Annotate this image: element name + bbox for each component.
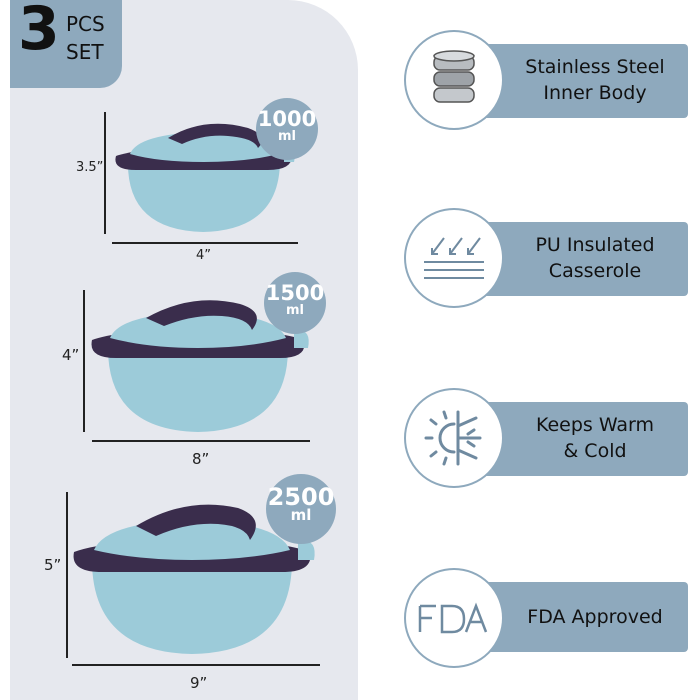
set-count: 3 bbox=[18, 0, 60, 64]
feature-text-steel: Stainless Steel Inner Body bbox=[510, 54, 680, 106]
feature-line1: Stainless Steel bbox=[525, 56, 665, 78]
capacity-value: 1500 bbox=[265, 281, 325, 305]
capacity-unit: ml bbox=[277, 129, 296, 144]
width-label: 8” bbox=[192, 450, 210, 468]
set-label-pcs: PCS bbox=[66, 12, 105, 36]
feature-line2: Casserole bbox=[548, 260, 642, 282]
feature-line1: Keeps Warm bbox=[535, 414, 655, 436]
feature-line1: PU Insulated bbox=[535, 234, 655, 256]
feature-text-warm-cold: Keeps Warm & Cold bbox=[510, 412, 680, 464]
feature-circle-steel bbox=[404, 30, 504, 130]
capacity-value: 2500 bbox=[267, 483, 335, 511]
casserole-medium bbox=[91, 300, 309, 432]
fda-logo-icon bbox=[418, 602, 488, 634]
set-badge: 3 PCS SET bbox=[10, 0, 122, 88]
capacity-unit: ml bbox=[290, 506, 312, 524]
feature-circle-fda bbox=[404, 568, 504, 668]
feature-line2: & Cold bbox=[563, 440, 627, 462]
width-line bbox=[112, 242, 298, 244]
capacity-badge-2500: 2500 ml bbox=[266, 474, 336, 544]
feature-line1: FDA Approved bbox=[527, 606, 663, 628]
insulation-layer-icon bbox=[424, 237, 484, 279]
feature-circle-insulated bbox=[404, 208, 504, 308]
height-line bbox=[66, 492, 68, 658]
capacity-badge-1500: 1500 ml bbox=[264, 272, 326, 334]
width-label: 9” bbox=[190, 674, 208, 692]
casserole-large bbox=[73, 504, 315, 654]
capacity-value: 1000 bbox=[257, 107, 317, 131]
capacity-unit: ml bbox=[285, 303, 304, 318]
width-line bbox=[92, 440, 310, 442]
set-label-set: SET bbox=[66, 40, 104, 64]
steel-stack-icon bbox=[433, 50, 475, 103]
height-label: 4” bbox=[62, 346, 80, 364]
feature-line2: Inner Body bbox=[543, 82, 647, 104]
feature-text-insulated: PU Insulated Casserole bbox=[510, 232, 680, 284]
casserole-small bbox=[115, 123, 295, 232]
height-line bbox=[83, 290, 85, 432]
feature-circle-warm-cold bbox=[404, 388, 504, 488]
height-label: 3.5” bbox=[76, 160, 104, 175]
sun-snowflake-icon bbox=[424, 410, 482, 466]
height-label: 5” bbox=[44, 556, 62, 574]
width-line bbox=[72, 664, 320, 666]
height-line bbox=[104, 112, 106, 234]
feature-text-fda: FDA Approved bbox=[510, 604, 680, 630]
width-label: 4” bbox=[196, 248, 212, 263]
capacity-badge-1000: 1000 ml bbox=[256, 98, 318, 160]
